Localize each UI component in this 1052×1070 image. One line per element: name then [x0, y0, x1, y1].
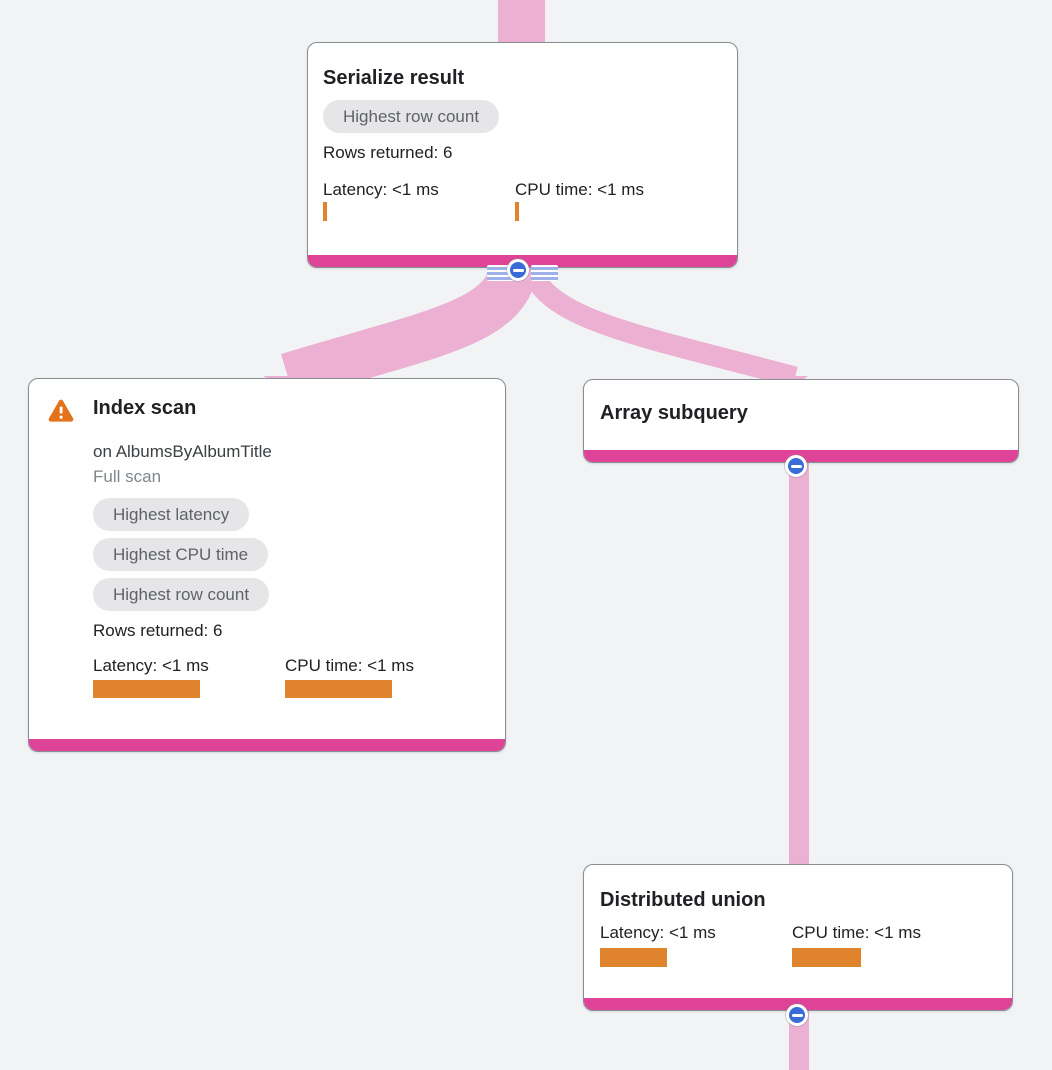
node-accent-bar — [29, 739, 505, 751]
cpu-time-label: CPU time: <1 ms — [285, 656, 414, 675]
collapse-button-distributed-union[interactable] — [786, 1004, 808, 1026]
plan-node-index-scan[interactable]: Index scan on AlbumsByAlbumTitle Full sc… — [28, 378, 506, 752]
cpu-metric: CPU time: <1 ms — [792, 920, 984, 967]
badge-highest-cpu-time: Highest CPU time — [93, 538, 269, 571]
latency-label: Latency: <1 ms — [93, 656, 209, 675]
cpu-time-bar — [515, 202, 519, 221]
latency-metric: Latency: <1 ms — [600, 920, 792, 967]
edge-serialize-to-index-scan — [280, 262, 538, 400]
latency-bar — [600, 948, 667, 967]
cpu-time-bar — [285, 680, 392, 698]
rows-returned-label: Rows returned: 6 — [93, 621, 223, 640]
index-name-label: on AlbumsByAlbumTitle — [93, 442, 272, 461]
latency-bar — [323, 202, 327, 221]
collapse-button-array-subquery[interactable] — [785, 455, 807, 477]
cpu-time-label: CPU time: <1 ms — [792, 923, 921, 942]
collapse-icon — [791, 1013, 803, 1017]
edge-stripes-right — [531, 265, 558, 281]
latency-label: Latency: <1 ms — [323, 180, 439, 199]
plan-node-distributed-union[interactable]: Distributed union Latency: <1 ms CPU tim… — [583, 864, 1013, 1011]
node-title: Serialize result — [323, 67, 465, 89]
rows-returned-label: Rows returned: 6 — [323, 143, 453, 162]
plan-node-serialize-result[interactable]: Serialize result Highest row count Rows … — [307, 42, 738, 268]
collapse-icon — [512, 268, 524, 272]
collapse-icon — [790, 464, 802, 468]
plan-node-array-subquery[interactable]: Array subquery — [583, 379, 1019, 463]
cpu-time-label: CPU time: <1 ms — [515, 180, 644, 199]
latency-bar — [93, 680, 200, 698]
edge-array-to-union — [789, 458, 809, 866]
cpu-metric: CPU time: <1 ms — [515, 178, 707, 221]
latency-label: Latency: <1 ms — [600, 923, 716, 942]
badge-highest-row-count: Highest row count — [93, 578, 270, 611]
warning-icon — [48, 399, 74, 427]
node-title: Distributed union — [600, 889, 766, 911]
badge-highest-latency: Highest latency — [93, 498, 250, 531]
collapse-button-serialize-result[interactable] — [507, 259, 529, 281]
latency-metric: Latency: <1 ms — [323, 178, 515, 221]
edge-serialize-to-array-subquery — [520, 264, 798, 388]
node-title: Array subquery — [600, 402, 748, 424]
latency-metric: Latency: <1 ms — [93, 654, 285, 698]
badge-highest-row-count: Highest row count — [323, 100, 500, 133]
node-title: Index scan — [93, 397, 197, 419]
scan-type-label: Full scan — [93, 467, 162, 486]
cpu-metric: CPU time: <1 ms — [285, 654, 477, 698]
cpu-time-bar — [792, 948, 861, 967]
edge-root-to-serialize — [498, 0, 545, 44]
